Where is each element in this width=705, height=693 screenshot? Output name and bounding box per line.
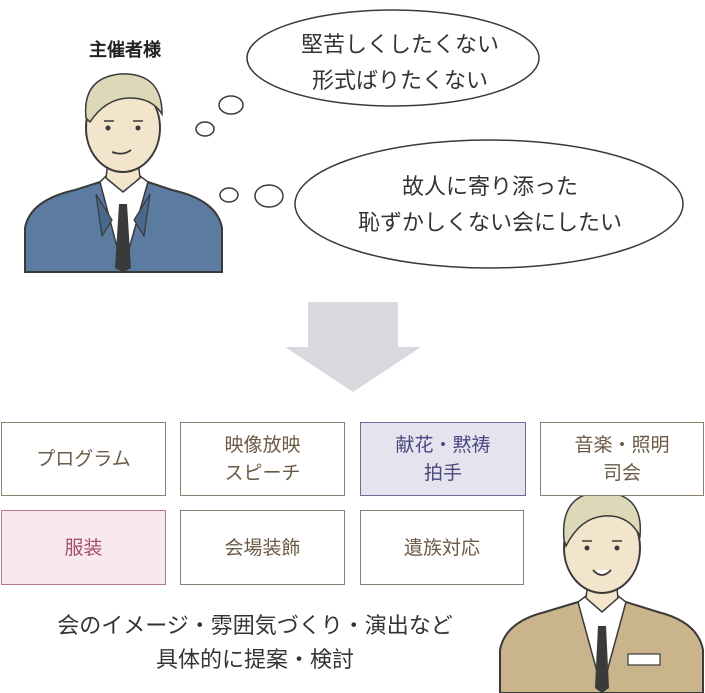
thought-bubble-2-text: 故人に寄り添った 恥ずかしくない会にしたい — [305, 170, 675, 242]
service-box-program: プログラム — [1, 422, 166, 496]
footer-line: 具体的に提案・検討 — [155, 648, 354, 673]
bubble-line: 恥ずかしくない会にしたい — [357, 211, 622, 236]
bubble-line: 故人に寄り添った — [401, 175, 578, 200]
thought-bubble-1-text: 堅苦しくしたくない 形式ばりたくない — [255, 28, 545, 100]
thought-bubble-1 — [195, 9, 540, 137]
service-box-line: 献花・黙祷 — [395, 434, 491, 456]
service-box-attire: 服装 — [1, 510, 166, 585]
service-box-line: プログラム — [36, 448, 131, 470]
organizer-hair — [84, 73, 163, 124]
service-box-line: 遺族対応 — [403, 536, 480, 559]
service-box-music-lighting: 音楽・照明 司会 — [540, 422, 704, 496]
bubble-line: 堅苦しくしたくない — [300, 33, 499, 58]
service-box-line: 服装 — [64, 536, 103, 559]
staff-figure — [499, 491, 704, 693]
service-box-line: 音楽・照明 — [574, 434, 670, 456]
footer-caption: 会のイメージ・雰囲気づくり・演出など 具体的に提案・検討 — [10, 610, 500, 678]
service-box-line: スピーチ — [224, 462, 301, 484]
down-arrow — [285, 302, 421, 392]
staff-tie — [595, 626, 609, 693]
service-box-line: 映像放映 — [224, 434, 301, 456]
service-box-video-speech: 映像放映 スピーチ — [180, 422, 345, 496]
bubble-line: 形式ばりたくない — [311, 69, 488, 94]
service-box-line: 会場装飾 — [224, 536, 301, 559]
service-box-line: 拍手 — [423, 462, 462, 484]
name-badge — [627, 653, 661, 666]
organizer-tie — [115, 204, 131, 272]
service-box-flowers-silence: 献花・黙祷 拍手 — [360, 422, 526, 496]
organizer-label: 主催者様 — [89, 40, 161, 61]
service-box-line: 司会 — [602, 462, 641, 484]
staff-hair — [562, 491, 642, 548]
service-box-family-support: 遺族対応 — [360, 510, 524, 585]
service-box-venue-decoration: 会場装飾 — [180, 510, 345, 585]
thought-bubble-2 — [219, 139, 684, 269]
organizer-figure — [24, 73, 223, 273]
footer-line: 会のイメージ・雰囲気づくり・演出など — [57, 614, 453, 639]
